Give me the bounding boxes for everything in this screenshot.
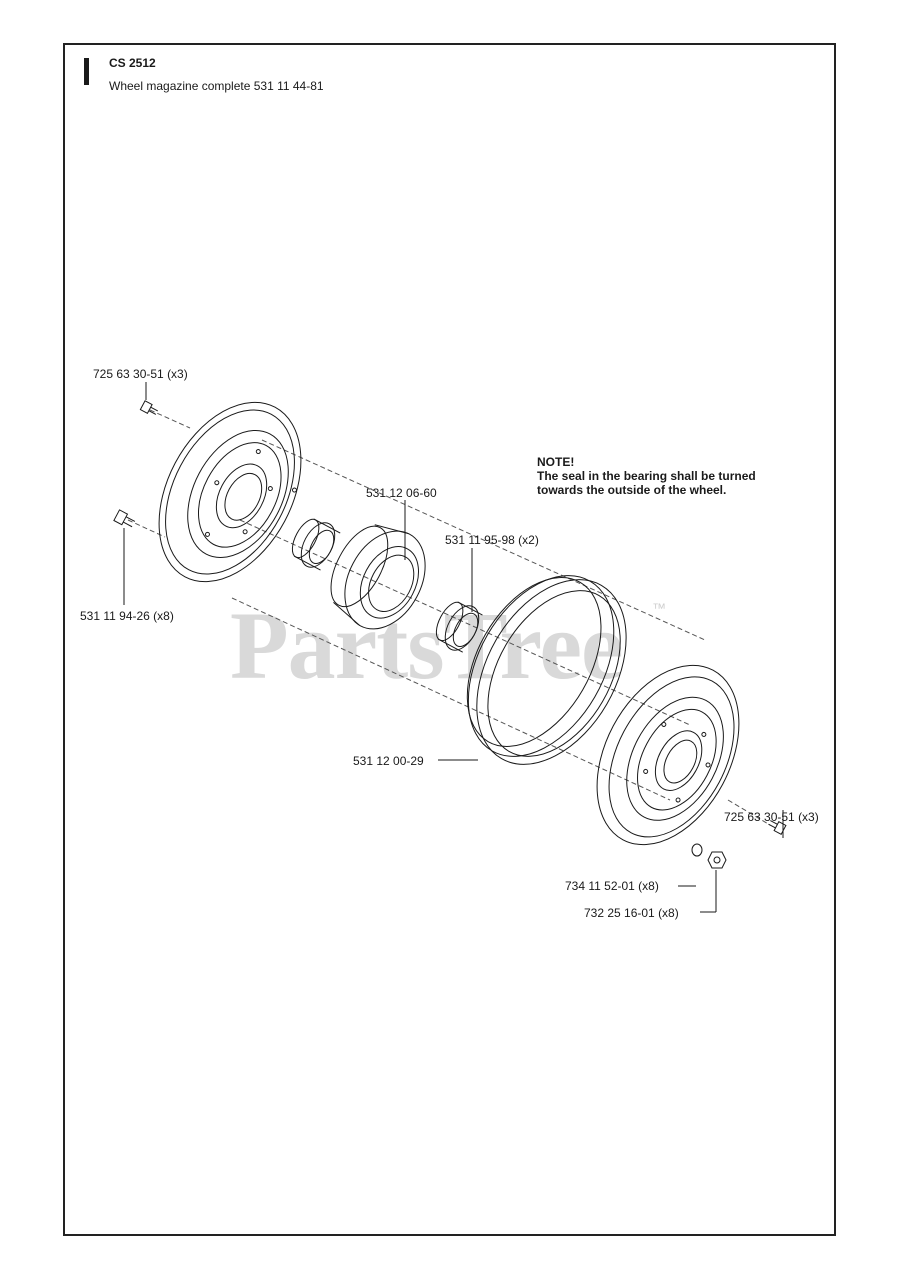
label-bolt-left: 531 11 94-26 (x8) [80,609,174,623]
page-frame [63,43,836,1236]
bolt-left [113,509,136,528]
label-nut: 732 25 16-01 (x8) [584,906,679,920]
label-tire: 531 12 00-29 [353,754,424,768]
left-rim [158,401,302,583]
leader-lines [123,382,784,913]
nut [707,851,727,869]
tire [466,575,627,765]
label-hub: 531 12 06-60 [366,486,437,500]
label-washer: 734 11 52-01 (x8) [565,879,659,893]
screw-right [768,820,787,835]
label-screw-top-left: 725 63 30-51 (x3) [93,367,188,381]
screw-top-left [139,400,159,415]
washer [691,843,703,857]
assembly-title: Wheel magazine complete 531 11 44-81 [109,79,324,93]
note-line-1: The seal in the bearing shall be turned [537,469,756,483]
assembly-guide-lines [127,409,771,826]
watermark-trademark: ™ [652,600,666,616]
section-marker [84,58,89,85]
note-title: NOTE! [537,455,575,469]
bearing-left [291,518,341,571]
watermark-logo: PartsTree [230,592,624,699]
hub [330,524,426,630]
model-label: CS 2512 [109,56,156,70]
label-bearing: 531 11 95-98 (x2) [445,533,539,547]
bearing-right [435,601,483,653]
note-line-2: towards the outside of the wheel. [537,483,727,497]
label-screw-right: 725 63 30-51 (x3) [724,810,819,824]
right-rim [596,664,740,846]
